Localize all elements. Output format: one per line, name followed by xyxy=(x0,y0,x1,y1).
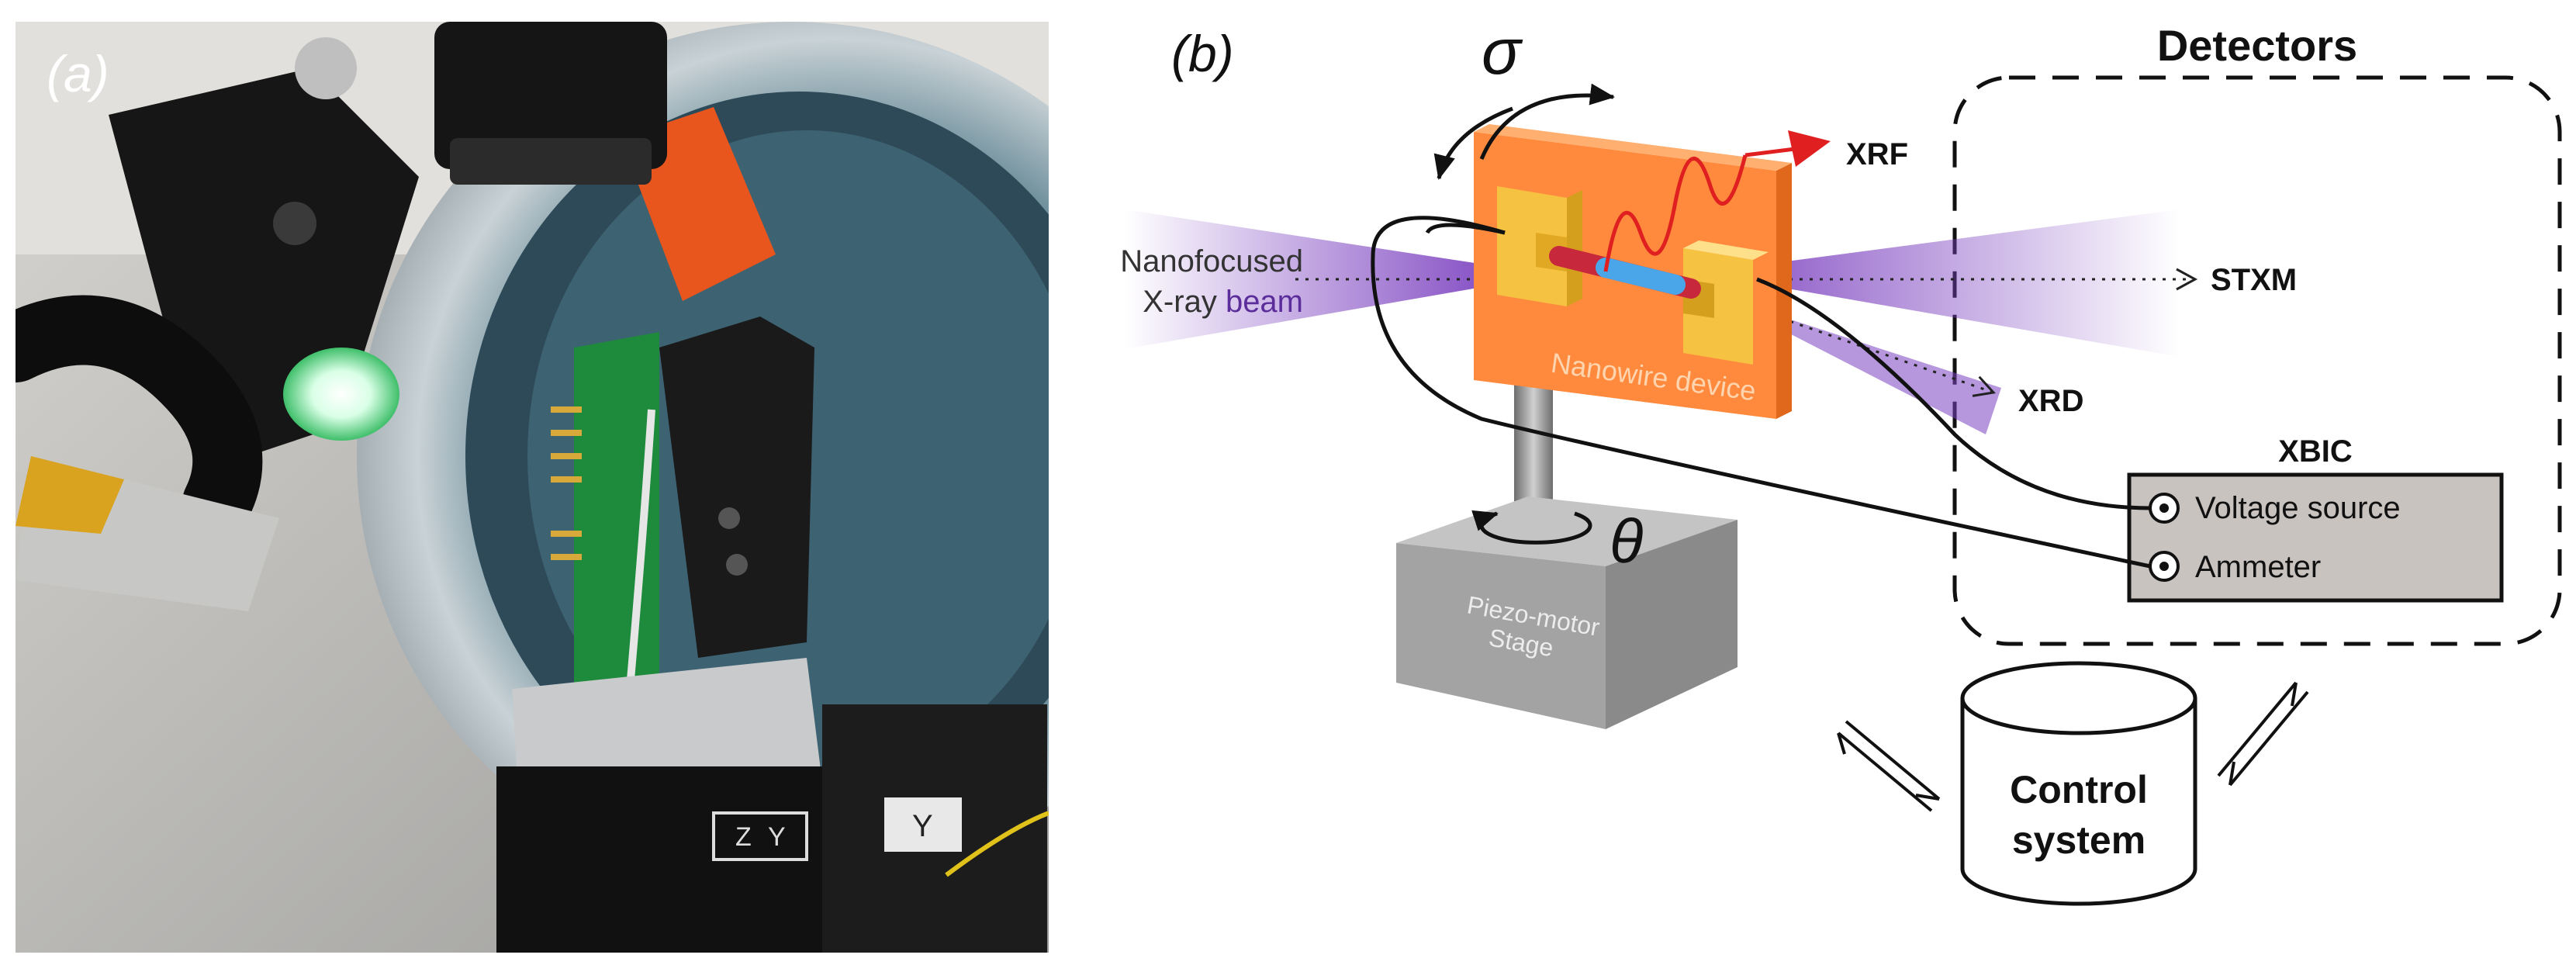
led-light xyxy=(283,348,399,441)
ammeter-label: Ammeter xyxy=(2195,550,2321,584)
pcb-board xyxy=(574,332,659,766)
stage-z-label: Z xyxy=(735,822,752,852)
camera-lens xyxy=(434,22,667,169)
ammeter-wire xyxy=(1371,216,2151,569)
panel-b-label: (b) xyxy=(1171,25,1234,82)
sigma-arrow-right xyxy=(1479,83,1615,160)
control-label-line2: system xyxy=(2012,818,2146,862)
sigma-arrow-left xyxy=(1433,106,1513,180)
theta-symbol: θ xyxy=(1610,507,1643,576)
detectors-control-link xyxy=(2217,681,2309,787)
xbic-title: XBIC xyxy=(2278,434,2353,469)
sigma-symbol: σ xyxy=(1482,15,1523,88)
stage-y-label: Y xyxy=(768,822,786,852)
xrd-label: XRD xyxy=(2018,384,2083,418)
voltage-wire xyxy=(1756,277,2151,510)
xrf-arrowhead xyxy=(1788,130,1831,167)
transmitted-beam xyxy=(1699,209,2180,357)
schematic-diagram: (b) Detectors Nanofocused X-ray beam Pie… xyxy=(1120,15,2562,906)
beamline-photo: Z Y Y (a) xyxy=(16,22,1049,953)
goniometer xyxy=(659,317,814,658)
xbic-box xyxy=(2127,472,2504,603)
detectors-title: Detectors xyxy=(2157,21,2357,70)
stage-axis-markings: Z Y xyxy=(712,811,808,861)
stxm-label: STXM xyxy=(2211,263,2297,297)
panel-a-photo: Z Y Y (a) xyxy=(16,22,1049,953)
xrf-wave xyxy=(1603,154,1748,272)
xrf-label: XRF xyxy=(1846,137,1908,171)
beam-label-xray: X-ray xyxy=(1143,285,1217,319)
detectors-box xyxy=(1952,75,2562,646)
beam-label-line1: Nanofocused xyxy=(1120,244,1303,278)
control-label-line1: Control xyxy=(2010,768,2148,811)
nanowire-device: Nanowire device xyxy=(1474,124,1792,419)
incoming-beam xyxy=(1125,209,1505,349)
panel-a-label: (a) xyxy=(47,45,109,102)
side-stage-label: Y xyxy=(912,809,933,843)
black-cable xyxy=(16,295,263,538)
stage-control-link xyxy=(1837,720,1941,812)
beam-label-line2: X-ray beam xyxy=(1143,285,1303,319)
voltage-source-label: Voltage source xyxy=(2195,491,2401,525)
piezo-stage: Piezo-motor Stage xyxy=(1396,496,1738,729)
theta-rotation-arrow xyxy=(1471,510,1592,545)
beam-label-beam: beam xyxy=(1217,285,1303,319)
panel-b-schematic: (b) Detectors Nanofocused X-ray beam Pie… xyxy=(1063,0,2576,968)
control-system: Control system xyxy=(1960,661,2197,906)
